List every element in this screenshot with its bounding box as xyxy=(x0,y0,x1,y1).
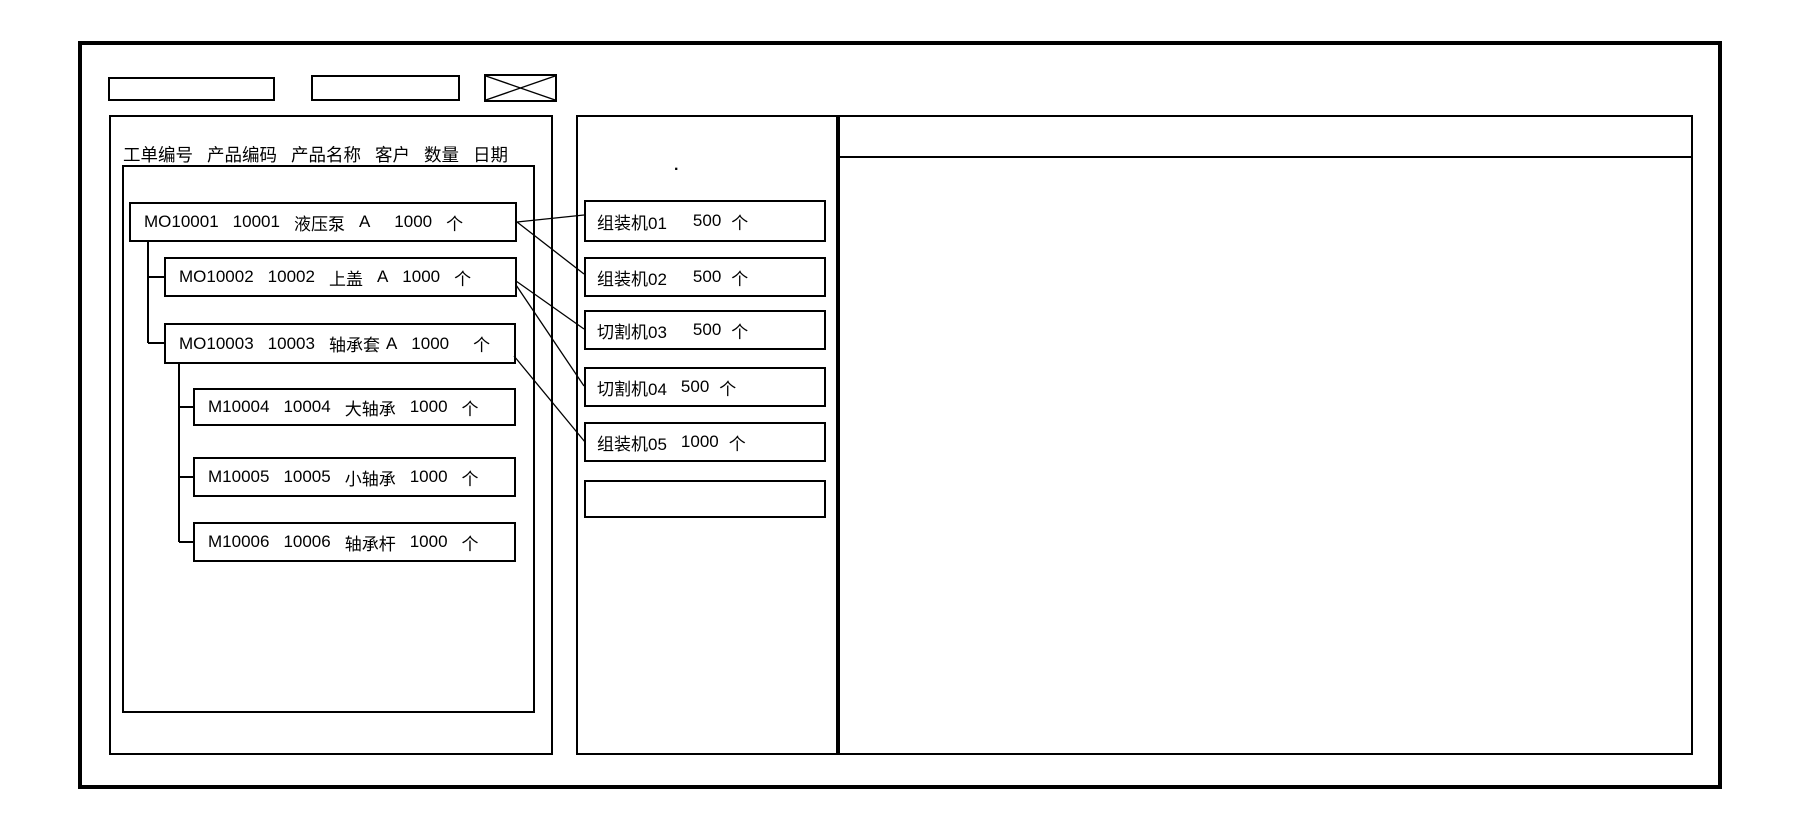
unit: 个 xyxy=(473,336,491,355)
order-node-mo10003[interactable]: MO10003 10003 轴承套 A 1000 个 xyxy=(164,323,516,364)
order-no: M10006 xyxy=(208,532,270,551)
col-header-order-no: 工单编号 xyxy=(123,144,193,165)
unit: 个 xyxy=(461,399,479,419)
product-name: 上盖 xyxy=(328,269,363,289)
crossed-box-icon xyxy=(484,74,557,102)
machine-node-empty[interactable] xyxy=(584,480,826,518)
product-code: 10001 xyxy=(232,212,280,231)
order-no: MO10002 xyxy=(179,267,254,286)
order-no: MO10003 xyxy=(179,333,254,353)
toolbar-field-1[interactable] xyxy=(108,77,275,101)
unit: 个 xyxy=(461,534,479,554)
customer: A xyxy=(376,267,389,286)
toolbar-field-2[interactable] xyxy=(311,75,460,101)
machine-unit: 个 xyxy=(731,213,749,233)
product-name: 液压泵 xyxy=(293,214,345,234)
qty: 1000 xyxy=(394,212,433,231)
order-node-mo10001[interactable]: MO10001 10001 液压泵 A 1000 个 xyxy=(129,202,517,242)
order-no: M10005 xyxy=(208,467,270,486)
col-header-product-code: 产品编码 xyxy=(207,144,277,165)
order-node-m10005[interactable]: M10005 10005 小轴承 1000 个 xyxy=(193,457,516,497)
detail-panel xyxy=(838,115,1693,755)
unit: 个 xyxy=(454,269,472,289)
column-header-row: 工单编号 产品编码 产品名称 客户 数量 日期 xyxy=(123,142,508,166)
order-no: M10004 xyxy=(208,397,270,416)
unit: 个 xyxy=(446,214,464,234)
qty: 1000 xyxy=(402,267,441,286)
product-code: 10004 xyxy=(283,397,331,416)
machine-qty: 500 xyxy=(692,211,722,230)
order-node-mo10002[interactable]: MO10002 10002 上盖 A 1000 个 xyxy=(164,257,517,297)
product-name: 小轴承 xyxy=(344,469,396,489)
machine-name: 切割机03 xyxy=(597,322,667,342)
machine-node-01[interactable]: 组装机01 500 个 xyxy=(584,200,826,242)
detail-panel-header-divider xyxy=(840,156,1691,158)
machine-unit: 个 xyxy=(731,269,749,289)
qty: 1000 xyxy=(409,532,448,551)
machine-node-05[interactable]: 组装机05 1000 个 xyxy=(584,422,826,462)
product-code: 10003 xyxy=(267,333,315,353)
work-orders-panel: 工单编号 产品编码 产品名称 客户 数量 日期 MO10001 10001 液压… xyxy=(109,115,553,755)
machine-unit: 个 xyxy=(728,434,746,454)
unit: 个 xyxy=(461,469,479,489)
machine-node-04[interactable]: 切割机04 500 个 xyxy=(584,367,826,407)
machine-name: 组装机01 xyxy=(597,213,667,233)
customer: A xyxy=(385,333,398,353)
col-header-customer: 客户 xyxy=(375,144,410,165)
machine-name: 组装机02 xyxy=(597,269,667,289)
machine-name: 切割机04 xyxy=(597,379,667,399)
machine-panel: . 组装机01 500 个 组装机02 500 个 切割机03 500 个 切割… xyxy=(576,115,838,755)
machine-qty: 500 xyxy=(680,377,710,396)
col-header-date: 日期 xyxy=(473,144,508,165)
product-name: 轴承套 xyxy=(328,336,380,355)
product-name: 轴承杆 xyxy=(344,534,396,554)
machine-node-03[interactable]: 切割机03 500 个 xyxy=(584,310,826,350)
product-name: 大轴承 xyxy=(344,399,396,419)
stray-dot: . xyxy=(674,157,679,174)
crossed-box-diagonals xyxy=(486,76,555,100)
customer: A xyxy=(358,212,371,231)
order-tree-container: MO10001 10001 液压泵 A 1000 个 MO10002 10002… xyxy=(122,165,535,713)
qty: 1000 xyxy=(409,397,448,416)
col-header-qty: 数量 xyxy=(424,144,459,165)
machine-unit: 个 xyxy=(731,322,749,342)
order-node-m10006[interactable]: M10006 10006 轴承杆 1000 个 xyxy=(193,522,516,562)
qty: 1000 xyxy=(411,333,450,353)
machine-name: 组装机05 xyxy=(597,434,667,454)
col-header-product-name: 产品名称 xyxy=(291,144,361,165)
product-code: 10005 xyxy=(283,467,331,486)
machine-qty: 500 xyxy=(692,267,722,286)
machine-node-02[interactable]: 组装机02 500 个 xyxy=(584,257,826,297)
product-code: 10002 xyxy=(267,267,315,286)
machine-qty: 1000 xyxy=(680,432,719,451)
machine-unit: 个 xyxy=(719,379,737,399)
order-node-m10004[interactable]: M10004 10004 大轴承 1000 个 xyxy=(193,388,516,426)
machine-qty: 500 xyxy=(692,320,722,339)
order-no: MO10001 xyxy=(144,212,219,231)
qty: 1000 xyxy=(409,467,448,486)
app-window: 工单编号 产品编码 产品名称 客户 数量 日期 MO10001 10001 液压… xyxy=(78,41,1722,789)
product-code: 10006 xyxy=(283,532,331,551)
